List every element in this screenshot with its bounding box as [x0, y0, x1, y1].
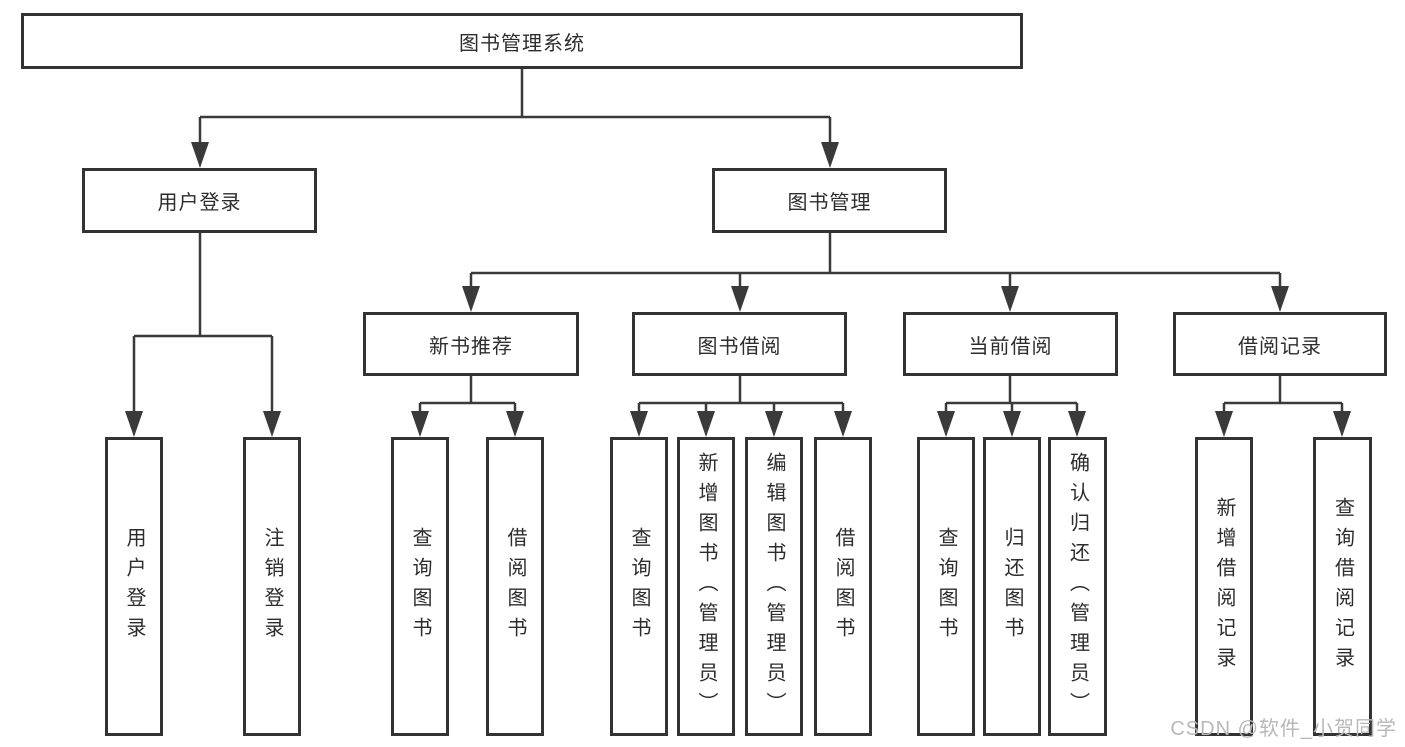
- arrowheads: [125, 142, 1351, 437]
- node-bb-edit-books-admin: 编辑图书（管理员）: [745, 437, 803, 736]
- arrow-down-icon: [697, 411, 715, 437]
- node-logout-login: 注销登录: [243, 437, 301, 736]
- arrow-down-icon: [263, 411, 281, 437]
- arrow-down-icon: [411, 411, 429, 437]
- arrow-down-icon: [1003, 411, 1021, 437]
- node-br-add-record: 新增借阅记录: [1195, 437, 1253, 736]
- arrow-down-icon: [462, 286, 480, 312]
- node-br-query-record: 查询借阅记录: [1313, 437, 1372, 736]
- node-bb-add-books-admin: 新增图书（管理员）: [677, 437, 735, 736]
- node-book-borrow: 图书借阅: [632, 312, 847, 376]
- arrow-down-icon: [1215, 411, 1233, 437]
- node-cb-return-books: 归还图书: [983, 437, 1041, 736]
- node-bb-query-books: 查询图书: [610, 437, 668, 736]
- tree-edges: [132, 68, 1344, 419]
- node-current-borrow: 当前借阅: [903, 312, 1118, 376]
- csdn-watermark: CSDN @软件_小贺同学: [1170, 718, 1397, 740]
- arrow-down-icon: [834, 411, 852, 437]
- node-user-login-group: 用户登录: [82, 168, 317, 233]
- arrow-down-icon: [506, 411, 524, 437]
- arrow-down-icon: [1333, 411, 1351, 437]
- arrow-down-icon: [630, 411, 648, 437]
- node-book-mgmt-group: 图书管理: [712, 168, 947, 233]
- node-user-login: 用户登录: [105, 437, 163, 736]
- arrow-down-icon: [765, 411, 783, 437]
- arrow-down-icon: [1068, 411, 1086, 437]
- node-bb-borrow-books: 借阅图书: [814, 437, 872, 736]
- arrow-down-icon: [1271, 286, 1289, 312]
- node-nbr-borrow-books: 借阅图书: [486, 437, 544, 736]
- node-new-book-recommend: 新书推荐: [363, 312, 579, 376]
- node-cb-confirm-return-admin: 确认归还（管理员）: [1048, 437, 1107, 736]
- arrow-down-icon: [937, 411, 955, 437]
- node-root: 图书管理系统: [21, 13, 1023, 69]
- arrow-down-icon: [125, 411, 143, 437]
- arrow-down-icon: [1001, 286, 1019, 312]
- arrow-down-icon: [731, 286, 749, 312]
- node-borrow-records: 借阅记录: [1173, 312, 1387, 376]
- node-cb-query-books: 查询图书: [917, 437, 975, 736]
- arrow-down-icon: [821, 142, 839, 168]
- node-nbr-query-books: 查询图书: [391, 437, 449, 736]
- arrow-down-icon: [191, 142, 209, 168]
